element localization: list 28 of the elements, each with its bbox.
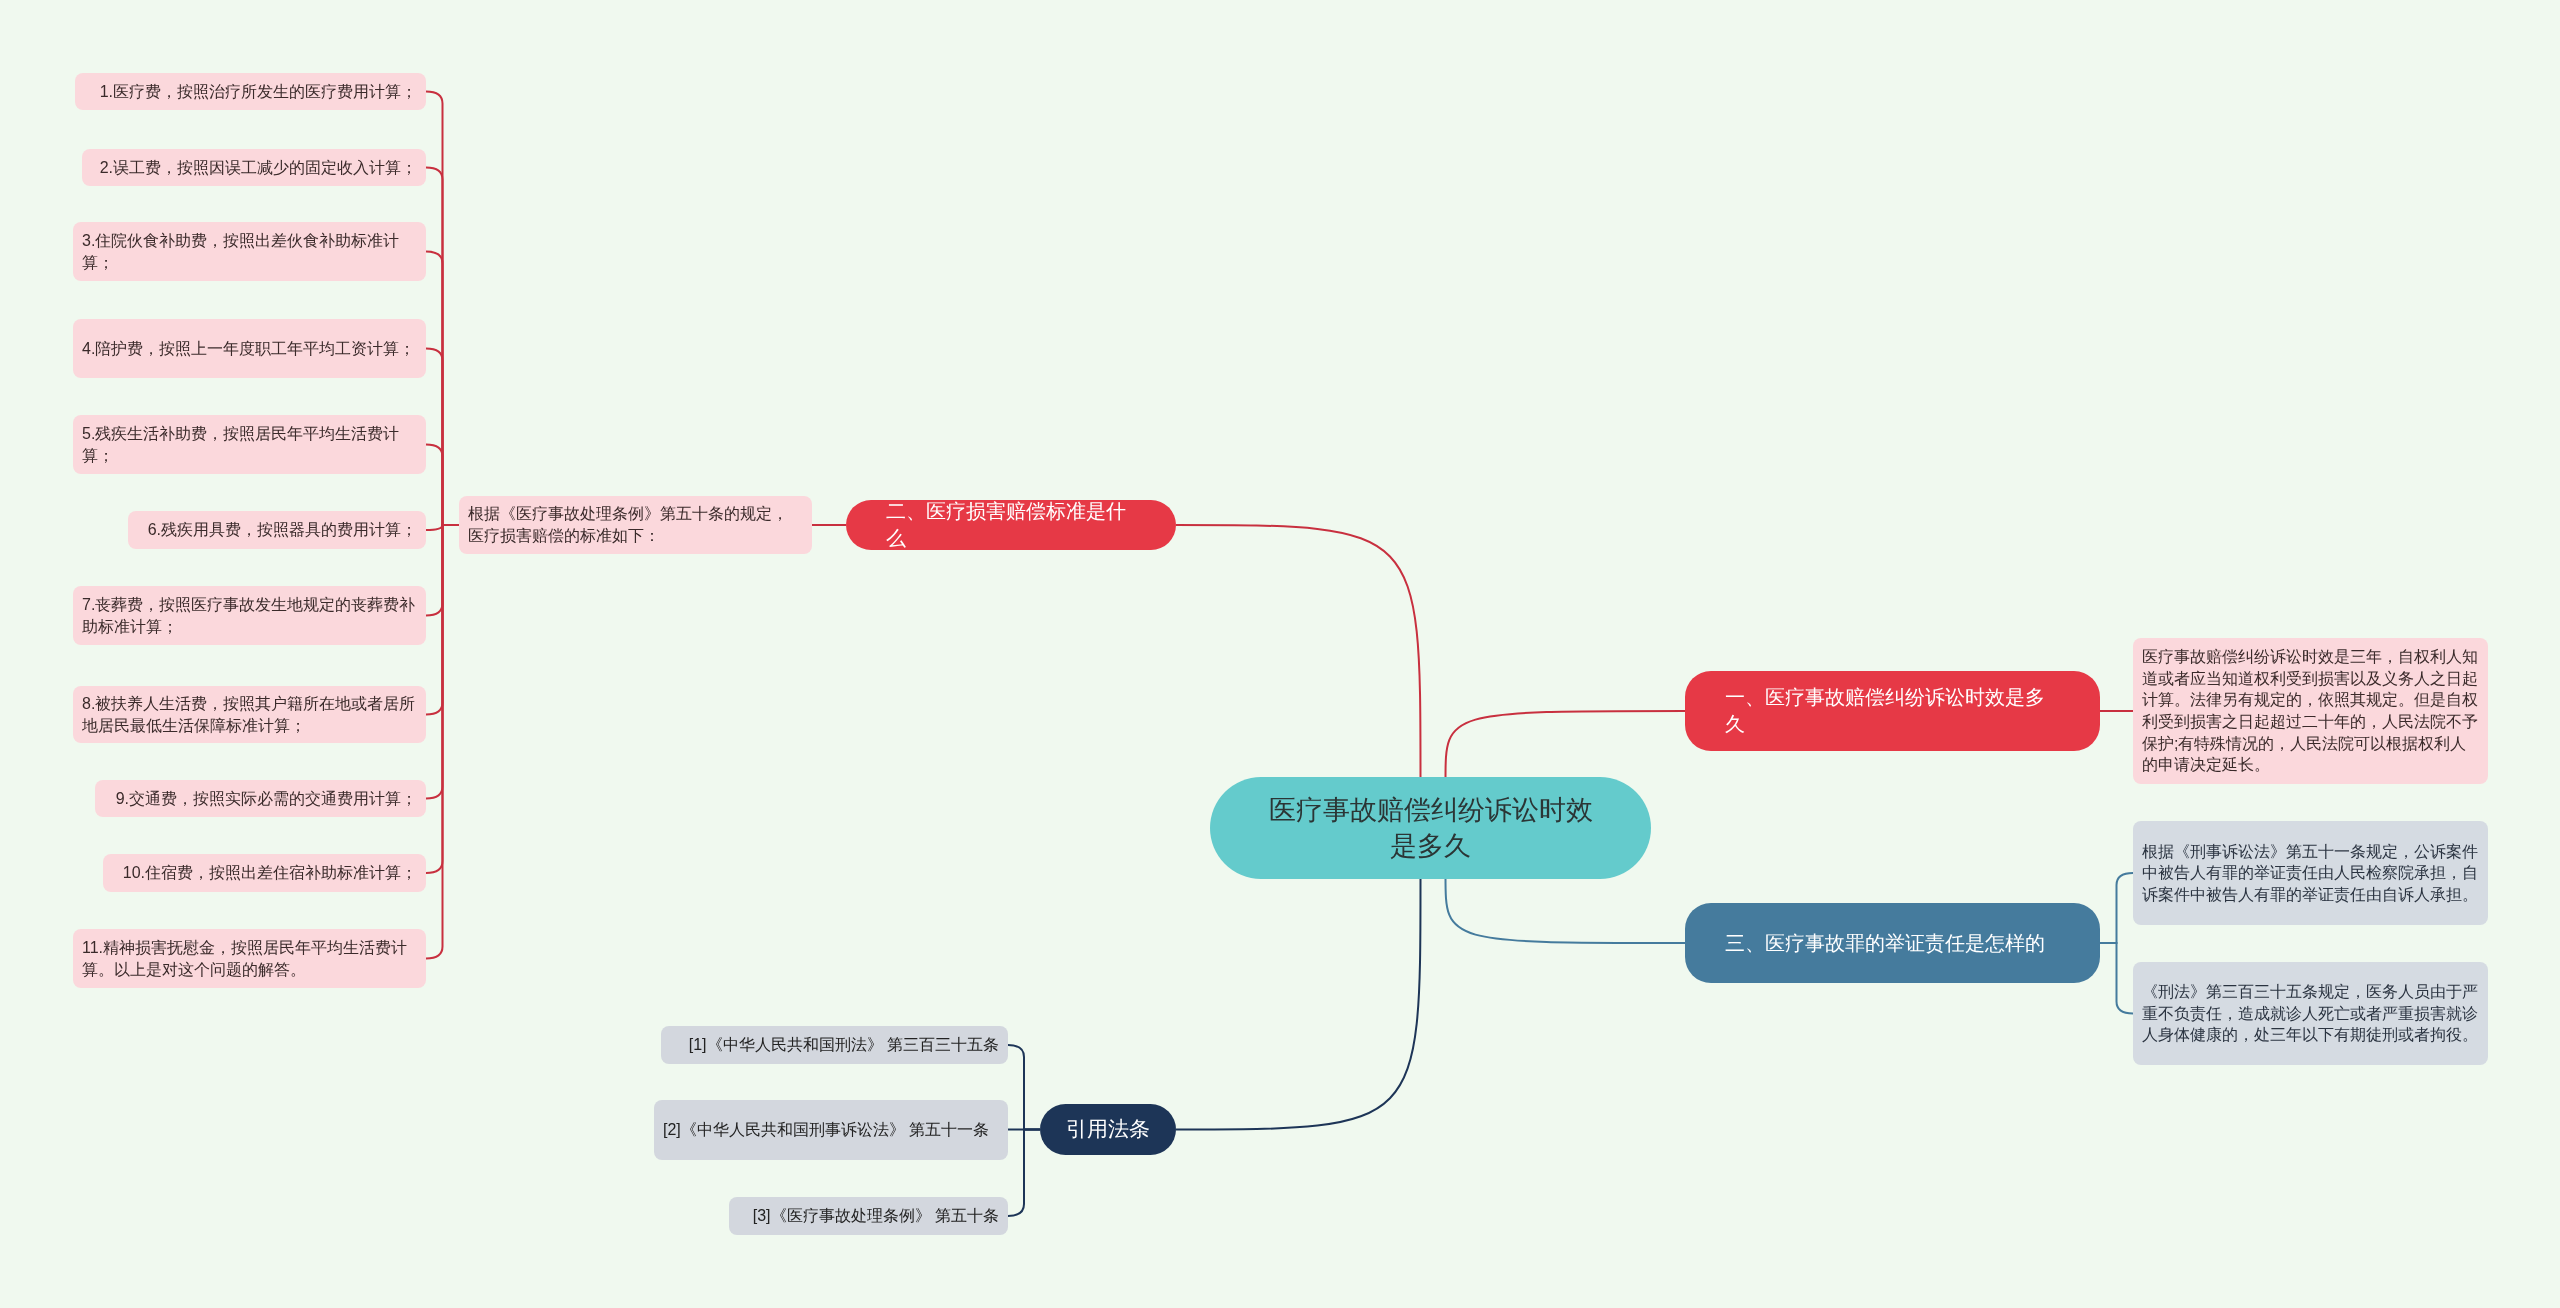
note-box: 9.交通费，按照实际必需的交通费用计算； xyxy=(95,780,426,817)
connector-line xyxy=(1175,878,1422,1131)
note-box: 《刑法》第三百三十五条规定，医务人员由于严重不负责任，造成就诊人死亡或者严重损害就诊人身体健康的，处三年以下有期徒刑或者拘役。 xyxy=(2133,962,2488,1065)
branch-topic: 二、医疗损害赔偿标准是什么 xyxy=(846,500,1176,550)
connector-line xyxy=(811,524,847,526)
note-box: 1.医疗费，按照治疗所发生的医疗费用计算； xyxy=(75,73,426,110)
note-box: 6.残疾用具费，按照器具的费用计算； xyxy=(128,511,426,549)
note-box: 5.残疾生活补助费，按照居民年平均生活费计算； xyxy=(73,415,426,474)
central-topic: 医疗事故赔偿纠纷诉讼时效是多久 xyxy=(1210,777,1651,879)
reference-box: [2]《中华人民共和国刑事诉讼法》 第五十一条 xyxy=(654,1100,1008,1160)
reference-box: [1]《中华人民共和国刑法》 第三百三十五条 xyxy=(661,1026,1008,1064)
note-box: 2.误工费，按照因误工减少的固定收入计算； xyxy=(82,149,426,186)
note-box: 3.住院伙食补助费，按照出差伙食补助标准计算； xyxy=(73,222,426,281)
connector-line xyxy=(2099,710,2134,712)
note-box: 10.住宿费，按照出差住宿补助标准计算； xyxy=(103,854,426,892)
branch-topic: 一、医疗事故赔偿纠纷诉讼时效是多久 xyxy=(1685,671,2100,751)
note-box: 根据《刑事诉讼法》第五十一条规定，公诉案件中被告人有罪的举证责任由人民检察院承担，自诉案件中被告人有罪的举证责任由自诉人承担。 xyxy=(2133,821,2488,925)
connector-line xyxy=(1175,524,1422,778)
branch-topic: 三、医疗事故罪的举证责任是怎样的 xyxy=(1685,903,2100,983)
note-box: 根据《医疗事故处理条例》第五十条的规定，医疗损害赔偿的标准如下： xyxy=(459,496,812,554)
note-box: 11.精神损害抚慰金，按照居民年平均生活费计算。以上是对这个问题的解答。 xyxy=(73,929,426,988)
branch-topic: 引用法条 xyxy=(1040,1104,1176,1155)
note-box: 医疗事故赔偿纠纷诉讼时效是三年，自权利人知道或者应当知道权利受到损害以及义务人之日起计算。法律另有规定的，依照其规定。但是自权利受到损害之日起超过二十年的，人民法院不予保护;有特殊情况的，人民法院可以根据权利人的申请决定延长。 xyxy=(2133,638,2488,784)
note-box: 7.丧葬费，按照医疗事故发生地规定的丧葬费补助标准计算； xyxy=(73,586,426,645)
reference-box: [3]《医疗事故处理条例》 第五十条 xyxy=(729,1197,1008,1235)
connector-line xyxy=(1007,1128,1041,1217)
note-box: 4.陪护费，按照上一年度职工年平均工资计算； xyxy=(73,319,426,378)
note-box: 8.被扶养人生活费，按照其户籍所在地或者居所地居民最低生活保障标准计算； xyxy=(73,686,426,743)
